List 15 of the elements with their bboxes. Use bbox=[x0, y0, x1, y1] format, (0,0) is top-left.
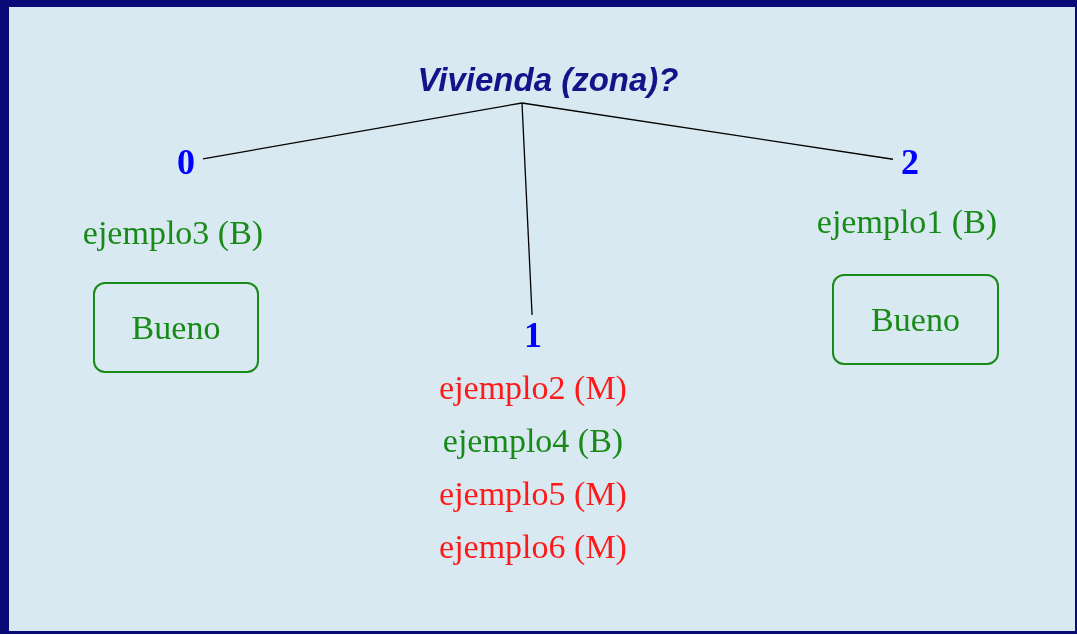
example-label: ejemplo6 (M) bbox=[439, 527, 627, 567]
tree-branch-line bbox=[521, 102, 894, 160]
example-label: ejemplo3 (B) bbox=[82, 213, 264, 253]
tree-branch-line bbox=[521, 102, 533, 316]
class-box: Bueno bbox=[832, 274, 999, 365]
class-box: Bueno bbox=[93, 282, 259, 373]
branch-value: 1 bbox=[516, 315, 550, 355]
example-label: ejemplo1 (B) bbox=[816, 202, 998, 242]
question-label: Vivienda (zona)? bbox=[417, 61, 679, 99]
example-label: ejemplo5 (M) bbox=[439, 474, 627, 514]
branch-value: 0 bbox=[169, 142, 203, 182]
example-label: ejemplo2 (M) bbox=[439, 368, 627, 408]
branch-value: 2 bbox=[893, 142, 927, 182]
tree-branch-line bbox=[202, 102, 523, 160]
example-label: ejemplo4 (B) bbox=[442, 421, 624, 461]
